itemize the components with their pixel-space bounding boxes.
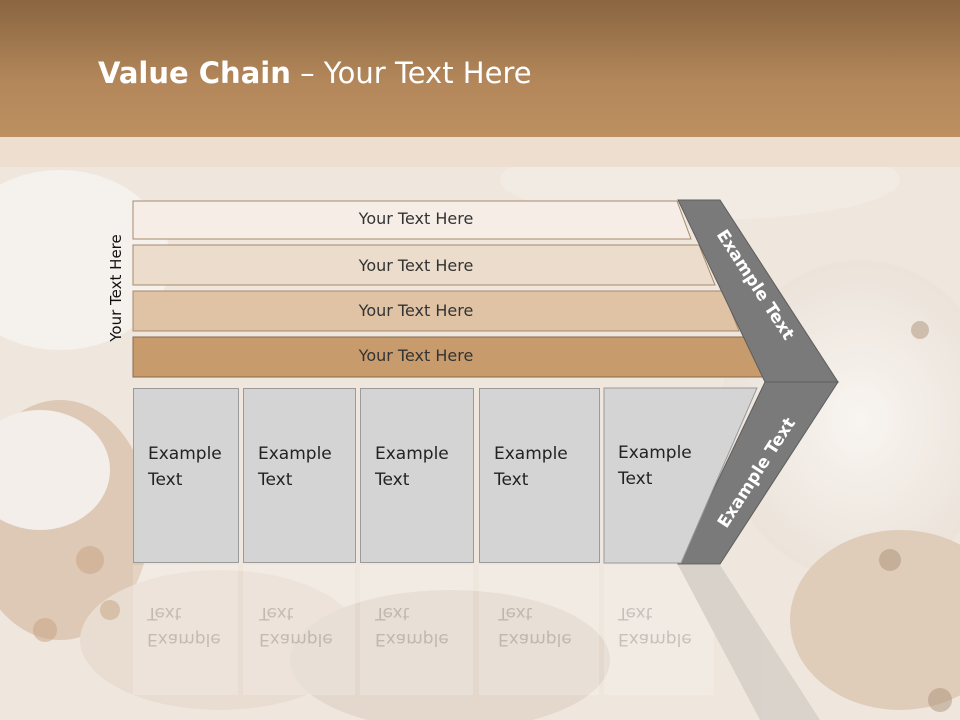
bar-1-label: Your Text Here bbox=[358, 209, 474, 228]
bar-shapes bbox=[132, 200, 764, 378]
chevron-shape bbox=[677, 199, 839, 565]
title-rest: – Your Text Here bbox=[290, 56, 532, 90]
bar-3-shape bbox=[132, 290, 740, 332]
bar-3-label: Your Text Here bbox=[358, 301, 474, 320]
bar-4-label: Your Text Here bbox=[358, 346, 474, 365]
header-sub-band bbox=[0, 137, 960, 167]
title-header-band bbox=[0, 0, 960, 137]
title-bold: Value Chain bbox=[98, 56, 291, 90]
slide-title: Value Chain – Your Text Here bbox=[98, 56, 532, 90]
bar-2-label: Your Text Here bbox=[358, 256, 474, 275]
bar-2-shape bbox=[132, 244, 716, 286]
reflection bbox=[133, 565, 820, 720]
bar-1-shape bbox=[132, 200, 692, 240]
box-5-notch-shape bbox=[603, 387, 758, 564]
